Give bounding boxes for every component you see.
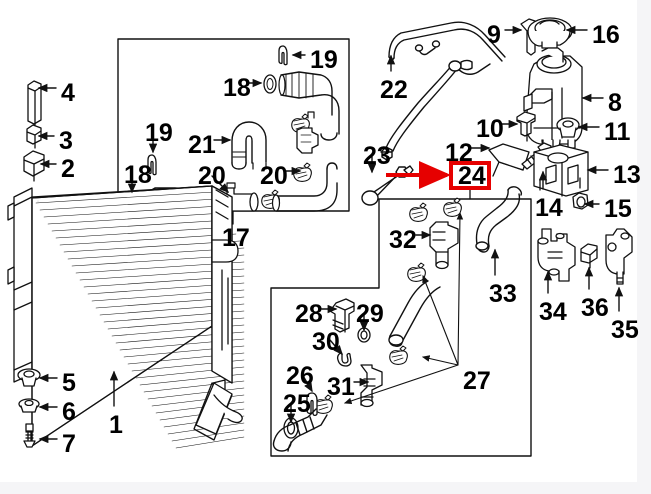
callout-number-4: 4	[61, 79, 75, 107]
callout-number-26: 26	[286, 362, 314, 390]
callout-number-15: 15	[604, 195, 632, 223]
highlight-callout-24: 24	[458, 162, 486, 190]
callout-number-25: 25	[283, 390, 311, 418]
callout-number-16: 16	[592, 21, 620, 49]
callout-number-23: 23	[363, 142, 391, 170]
callout-leader-30	[329, 339, 343, 356]
callout-number-30: 30	[312, 328, 340, 356]
callout-number-36: 36	[581, 294, 609, 322]
callout-number-2: 2	[61, 155, 75, 183]
callout-number-20: 20	[198, 162, 226, 190]
callout-number-28: 28	[295, 300, 323, 328]
callout-number-3: 3	[59, 127, 73, 155]
callout-number-29: 29	[356, 300, 384, 328]
callout-number-27: 27	[463, 367, 491, 395]
callout-number-33: 33	[489, 280, 517, 308]
callout-number-17: 17	[222, 224, 250, 252]
callout-number-19: 19	[310, 46, 338, 74]
callout-number-11: 11	[604, 118, 631, 146]
callout-number-31: 31	[327, 373, 355, 401]
callout-number-21: 21	[188, 131, 216, 159]
callout-number-6: 6	[62, 398, 76, 426]
callout-number-22: 22	[380, 76, 408, 104]
callout-number-18: 18	[124, 161, 152, 189]
callout-number-7: 7	[62, 430, 76, 458]
callout-leader-26	[301, 373, 313, 393]
callout-leader-20	[211, 175, 229, 193]
callout-number-9: 9	[487, 21, 501, 49]
callout-number-34: 34	[539, 298, 567, 326]
highlight-box-24	[449, 161, 491, 190]
callout-number-32: 32	[389, 226, 417, 254]
callout-number-19: 19	[145, 119, 173, 147]
callout-number-18: 18	[223, 74, 251, 102]
callout-number-1: 1	[109, 411, 123, 439]
callout-number-13: 13	[613, 161, 641, 189]
callout-number-5: 5	[62, 369, 76, 397]
callout-number-20: 20	[260, 162, 288, 190]
callout-number-8: 8	[608, 89, 622, 117]
callout-number-35: 35	[611, 316, 639, 344]
callout-number-14: 14	[535, 194, 563, 222]
callout-number-10: 10	[476, 115, 504, 143]
